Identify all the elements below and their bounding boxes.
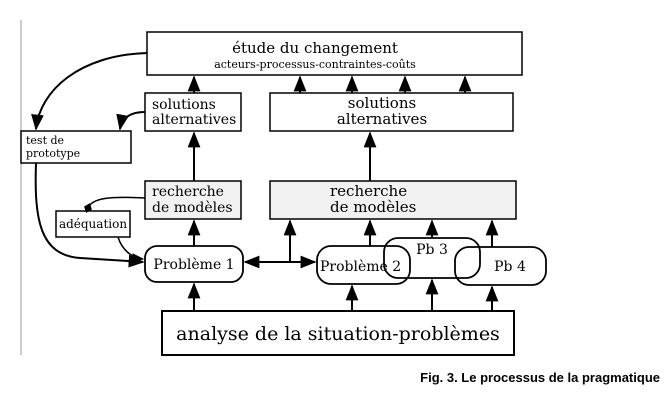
recherche-right-node: recherche de modèles: [269, 180, 517, 220]
pb-4-label: Pb 4: [494, 259, 526, 275]
adequation-node: adéquation: [55, 210, 131, 238]
probleme-1-node: Problème 1: [144, 245, 244, 283]
figure-caption: Fig. 3. Le processus de la pragmatique: [420, 370, 660, 385]
solutions-left-line1: solutions: [152, 97, 216, 113]
etude-changement-node: étude du changement acteurs-processus-co…: [146, 31, 523, 76]
recherche-right-line1: recherche: [330, 182, 407, 200]
arrow-recherche-left-to-adequation: [84, 196, 146, 213]
probleme-1-label: Problème 1: [153, 257, 234, 273]
arrows-problems-to-recherche-right: [283, 219, 499, 262]
arrow-test-prototype-to-probleme1: [34, 162, 145, 268]
solutions-right-node: solutions alternatives: [269, 92, 514, 132]
solutions-left-node: solutions alternatives: [144, 92, 242, 132]
etude-title: étude du changement: [232, 39, 398, 57]
test-prototype-node: test de prototype: [20, 130, 132, 164]
arrows-analyse-to-problems: [187, 278, 499, 311]
solutions-right-line1: solutions: [348, 94, 416, 112]
test-prototype-line2: prototype: [26, 147, 80, 160]
pb-3-label: Pb 3: [416, 242, 448, 258]
analyse-node: analyse de la situation-problèmes: [161, 310, 515, 356]
solutions-left-line2: alternatives: [152, 112, 236, 128]
arrow-etude-to-test-prototype: [31, 52, 148, 131]
arrow-adequation-to-probleme1: [117, 236, 145, 263]
arrow-solutions-left-to-test-prototype: [116, 111, 146, 131]
probleme-2-node: Problème 2: [316, 245, 411, 285]
analyse-label: analyse de la situation-problèmes: [176, 323, 500, 345]
test-prototype-line1: test de: [26, 134, 64, 147]
recherche-left-line1: recherche: [152, 184, 224, 200]
adequation-label: adéquation: [59, 217, 127, 231]
probleme-2-label: Problème 2: [320, 259, 401, 275]
recherche-left-line2: de modèles: [152, 200, 233, 216]
recherche-left-node: recherche de modèles: [144, 180, 242, 220]
pb-4-node: Pb 4: [454, 246, 547, 286]
solutions-right-line2: alternatives: [337, 110, 427, 128]
recherche-right-line2: de modèles: [330, 198, 416, 216]
etude-subtitle: acteurs-processus-contraintes-coûts: [214, 58, 416, 71]
